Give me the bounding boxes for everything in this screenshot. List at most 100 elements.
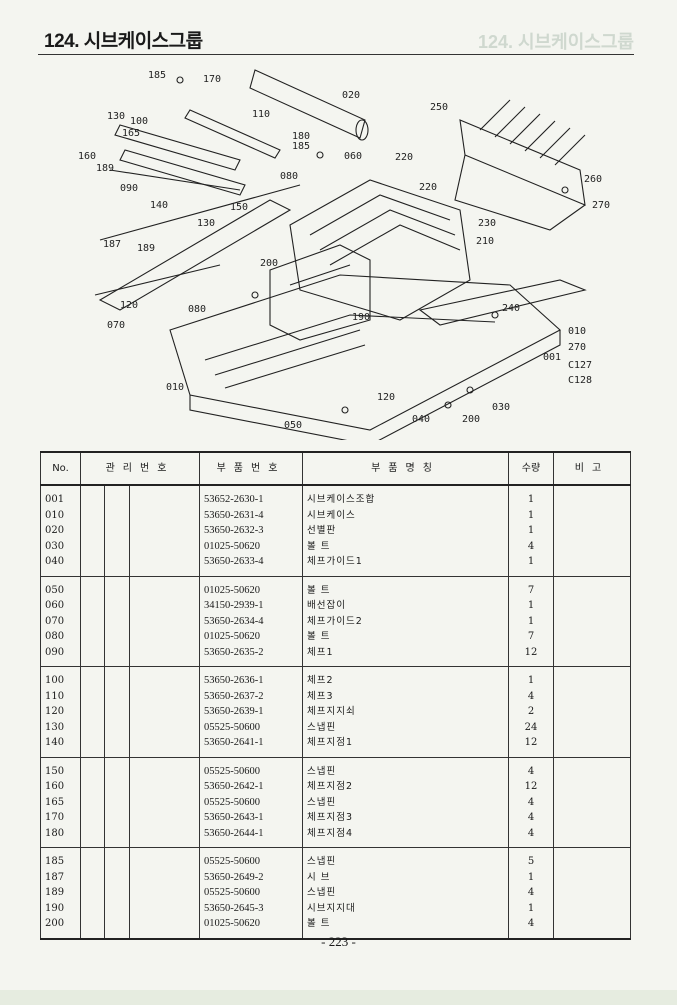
cell-no: 170 bbox=[40, 810, 81, 826]
callout: 080 bbox=[280, 171, 298, 182]
cell-mgmt-1 bbox=[80, 613, 105, 629]
cell-mgmt-3 bbox=[129, 485, 200, 508]
cell-no: 185 bbox=[40, 847, 81, 870]
cell-remarks bbox=[553, 666, 631, 689]
cell-part-name: 체프1 bbox=[302, 644, 509, 667]
cell-part-number: 05525-50600 bbox=[199, 847, 303, 870]
cell-remarks bbox=[553, 485, 631, 508]
cell-mgmt-1 bbox=[80, 538, 105, 554]
cell-part-number: 53650-2643-1 bbox=[199, 810, 303, 826]
cell-mgmt-2 bbox=[104, 825, 130, 848]
callout: 001 bbox=[543, 352, 561, 363]
cell-mgmt-3 bbox=[129, 523, 200, 539]
cell-remarks bbox=[553, 644, 631, 667]
cell-part-name: 선별판 bbox=[302, 523, 509, 539]
cell-quantity: 24 bbox=[508, 719, 554, 735]
callout: 189 bbox=[137, 243, 155, 254]
header-part-name: 부품명칭 bbox=[302, 451, 509, 486]
cell-mgmt-3 bbox=[129, 847, 200, 870]
cell-no: 110 bbox=[40, 688, 81, 704]
cell-no: 060 bbox=[40, 598, 81, 614]
callout: 120 bbox=[120, 300, 138, 311]
cell-remarks bbox=[553, 688, 631, 704]
cell-remarks bbox=[553, 900, 631, 916]
cell-part-number: 53650-2631-4 bbox=[199, 507, 303, 523]
cell-part-name: 스냅핀 bbox=[302, 794, 509, 810]
cell-remarks bbox=[553, 869, 631, 885]
cell-mgmt-2 bbox=[104, 598, 130, 614]
cell-mgmt-1 bbox=[80, 507, 105, 523]
cell-quantity: 1 bbox=[508, 598, 554, 614]
cell-mgmt-3 bbox=[129, 719, 200, 735]
callout: 270 bbox=[568, 342, 586, 353]
callout: 010 bbox=[166, 382, 184, 393]
callout: C128 bbox=[568, 375, 592, 386]
cell-remarks bbox=[553, 613, 631, 629]
cell-mgmt-2 bbox=[104, 666, 130, 689]
cell-mgmt-1 bbox=[80, 688, 105, 704]
cell-mgmt-1 bbox=[80, 644, 105, 667]
cell-mgmt-2 bbox=[104, 779, 130, 795]
cell-mgmt-3 bbox=[129, 810, 200, 826]
cell-mgmt-3 bbox=[129, 825, 200, 848]
callout: 180 bbox=[292, 131, 310, 142]
callout: 090 bbox=[120, 183, 138, 194]
callout: 050 bbox=[284, 420, 302, 431]
cell-part-number: 53650-2637-2 bbox=[199, 688, 303, 704]
cell-no: 100 bbox=[40, 666, 81, 689]
cell-part-name: 체프지점1 bbox=[302, 735, 509, 758]
callout: 200 bbox=[260, 258, 278, 269]
cell-remarks bbox=[553, 847, 631, 870]
cell-mgmt-2 bbox=[104, 704, 130, 720]
cell-mgmt-2 bbox=[104, 869, 130, 885]
cell-mgmt-3 bbox=[129, 869, 200, 885]
callout: 185 bbox=[148, 70, 166, 81]
cell-mgmt-1 bbox=[80, 629, 105, 645]
cell-mgmt-3 bbox=[129, 629, 200, 645]
cell-mgmt-2 bbox=[104, 507, 130, 523]
callout: 187 bbox=[103, 239, 121, 250]
cell-mgmt-2 bbox=[104, 735, 130, 758]
header-no: No. bbox=[40, 451, 81, 486]
cell-part-name: 배선잡이 bbox=[302, 598, 509, 614]
cell-mgmt-2 bbox=[104, 576, 130, 598]
cell-part-name: 스냅핀 bbox=[302, 885, 509, 901]
callout: 240 bbox=[502, 303, 520, 314]
cell-mgmt-3 bbox=[129, 666, 200, 689]
cell-mgmt-1 bbox=[80, 554, 105, 577]
cell-no: 070 bbox=[40, 613, 81, 629]
cell-part-name: 체프3 bbox=[302, 688, 509, 704]
cell-remarks bbox=[553, 794, 631, 810]
cell-part-number: 53652-2630-1 bbox=[199, 485, 303, 508]
callout: 185 bbox=[292, 141, 310, 152]
cell-part-number: 53650-2632-3 bbox=[199, 523, 303, 539]
cell-mgmt-2 bbox=[104, 523, 130, 539]
cell-mgmt-1 bbox=[80, 485, 105, 508]
callout: 210 bbox=[476, 236, 494, 247]
cell-quantity: 7 bbox=[508, 629, 554, 645]
cell-quantity: 4 bbox=[508, 538, 554, 554]
cell-mgmt-1 bbox=[80, 666, 105, 689]
cell-mgmt-3 bbox=[129, 688, 200, 704]
cell-mgmt-2 bbox=[104, 810, 130, 826]
cell-quantity: 1 bbox=[508, 900, 554, 916]
header-rule bbox=[38, 54, 634, 55]
callout: 020 bbox=[342, 90, 360, 101]
cell-quantity: 1 bbox=[508, 523, 554, 539]
cell-mgmt-1 bbox=[80, 719, 105, 735]
cell-part-name: 시브지지대 bbox=[302, 900, 509, 916]
cell-quantity: 5 bbox=[508, 847, 554, 870]
exploded-parts-diagram: 185 170 020 130 100 165 110 250 180 185 … bbox=[40, 60, 640, 440]
cell-no: 190 bbox=[40, 900, 81, 916]
page-number: - 223 - bbox=[321, 934, 356, 949]
cell-remarks bbox=[553, 523, 631, 539]
cell-no: 165 bbox=[40, 794, 81, 810]
